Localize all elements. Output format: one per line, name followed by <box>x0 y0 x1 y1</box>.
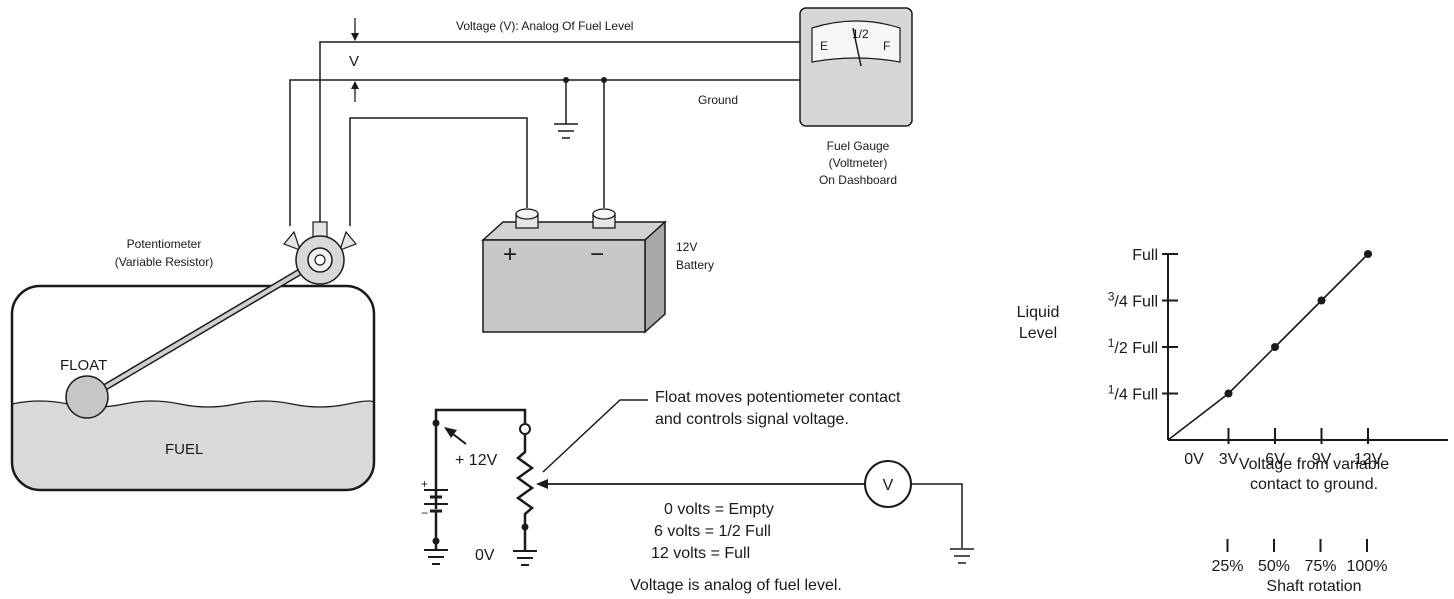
data-point <box>1364 250 1372 258</box>
battery-negative-terminal <box>592 208 616 229</box>
terminal-open-circle <box>519 423 531 435</box>
callout-line: Float moves potentiometer contact <box>655 389 901 406</box>
ground-symbol <box>424 549 448 565</box>
x-tick-label: 6V <box>1265 451 1285 468</box>
potentiometer-resistor-symbol <box>515 434 535 550</box>
gauge-caption-line: (Voltmeter) <box>829 156 888 170</box>
battery-caption-line: Battery <box>676 258 714 272</box>
battery: + − 12V Battery <box>481 208 714 334</box>
ground-wire <box>289 79 800 226</box>
y-tick-label: 1/2 Full <box>1108 336 1158 357</box>
wiper-arrowhead <box>536 479 548 489</box>
top-wiring: V Voltage (V): Analog Of Fuel Level Grou… <box>289 18 800 226</box>
schematic: V + − + 12V 0V <box>421 389 974 594</box>
gauge-full-mark: F <box>883 39 890 53</box>
junction-dot <box>432 537 440 545</box>
float-ball <box>65 375 109 419</box>
battery-positive-terminal <box>515 208 539 229</box>
fuel-tank: FLOAT FUEL <box>10 256 376 492</box>
legend-line: 6 volts = 1/2 Full <box>654 523 771 540</box>
tank-outline <box>10 284 376 492</box>
data-point <box>1271 343 1279 351</box>
x-tick-label: 0V <box>1184 451 1204 468</box>
x-tick-label: 9V <box>1312 451 1332 468</box>
y-tick-label: 3/4 Full <box>1108 290 1158 311</box>
y-tick-fraction-numerator: 1 <box>1108 383 1115 397</box>
gauge-empty-mark: E <box>820 39 828 53</box>
signal-wire-label: Voltage (V): Analog Of Fuel Level <box>456 19 633 33</box>
pot-terminal <box>282 230 301 252</box>
pot-caption-line: Potentiometer <box>127 237 202 251</box>
pot-shaft-center <box>314 254 326 266</box>
schematic-minus-sign: − <box>421 506 428 520</box>
level-vs-voltage-chart: Liquid Level Voltage from variable conta… <box>1017 247 1448 595</box>
x-tick-label: 12V <box>1354 451 1383 468</box>
ground-symbol <box>950 548 974 564</box>
ground-label: Ground <box>698 93 738 107</box>
gauge-caption-line: Fuel Gauge <box>827 139 890 153</box>
supply-voltage-label: + 12V <box>455 452 498 469</box>
y-tick-text: /2 Full <box>1114 340 1158 357</box>
battery-minus-sign: − <box>590 241 604 268</box>
ground-symbol <box>513 550 537 566</box>
rotation-tick-label: 100% <box>1347 558 1388 575</box>
pot-terminal <box>339 230 358 252</box>
rotation-tick-label: 25% <box>1211 558 1243 575</box>
callout-line: and controls signal voltage. <box>655 411 849 428</box>
battery-front <box>482 239 646 333</box>
fuel-fill <box>12 401 374 490</box>
junction-dot <box>521 523 529 531</box>
battery-symbol <box>424 489 448 513</box>
v-label: V <box>349 53 359 70</box>
schematic-footer: Voltage is analog of fuel level. <box>630 577 842 594</box>
y-tick-label: Full <box>1132 247 1158 264</box>
rotation-tick-label: 50% <box>1258 558 1290 575</box>
y-tick-text: /4 Full <box>1114 294 1158 311</box>
gauge-caption-line: On Dashboard <box>819 173 897 187</box>
shaft-rotation-label: Shaft rotation <box>1266 578 1361 595</box>
x-tick-label: 3V <box>1219 451 1239 468</box>
battery-caption-line: 12V <box>676 240 697 254</box>
voltmeter-ground-wire <box>911 483 963 548</box>
y-tick-text: /4 Full <box>1114 387 1158 404</box>
schematic-supply-wire <box>434 408 527 509</box>
junction-dot <box>432 419 440 427</box>
supply-arrowhead <box>444 427 457 438</box>
y-tick-fraction-numerator: 1 <box>1108 336 1115 350</box>
float-arm <box>95 258 322 394</box>
pot-caption-line: (Variable Resistor) <box>115 255 213 269</box>
potentiometer: Potentiometer (Variable Resistor) <box>115 221 358 285</box>
voltmeter-label: V <box>883 477 894 494</box>
y-axis-label-line: Level <box>1019 325 1057 342</box>
battery-side <box>644 220 666 334</box>
fuel-label: FUEL <box>165 441 203 458</box>
legend-line: 0 volts = Empty <box>664 501 774 518</box>
voltage-dimension-arrows <box>351 18 359 102</box>
data-point <box>1224 389 1233 398</box>
junction-dot <box>601 77 607 83</box>
y-tick-fraction-numerator: 3 <box>1108 290 1115 304</box>
legend-line: 12 volts = Full <box>651 545 750 562</box>
x-axis-label-line: contact to ground. <box>1250 476 1378 493</box>
ground-symbol <box>554 123 578 139</box>
schematic-plus-sign: + <box>421 477 428 491</box>
battery-plus-sign: + <box>503 241 517 268</box>
callout-leader-line <box>542 399 648 473</box>
gauge-half-mark: 1/2 <box>852 27 869 41</box>
battery-positive-wire <box>349 117 528 226</box>
float-label: FLOAT <box>60 357 107 374</box>
battery-top <box>481 221 667 241</box>
fuel-gauge: E 1/2 F Fuel Gauge (Voltmeter) On Dashbo… <box>799 7 913 187</box>
data-line <box>1167 253 1369 441</box>
signal-wire <box>319 41 800 226</box>
data-point <box>1317 296 1326 305</box>
gauge-needle <box>852 27 862 67</box>
x-axis-label-line: Voltage from variable <box>1239 456 1389 473</box>
y-axis-label-line: Liquid <box>1017 304 1060 321</box>
zero-volt-label: 0V <box>475 547 495 564</box>
y-tick-label: 1/4 Full <box>1108 383 1158 404</box>
rotation-tick-label: 75% <box>1304 558 1336 575</box>
